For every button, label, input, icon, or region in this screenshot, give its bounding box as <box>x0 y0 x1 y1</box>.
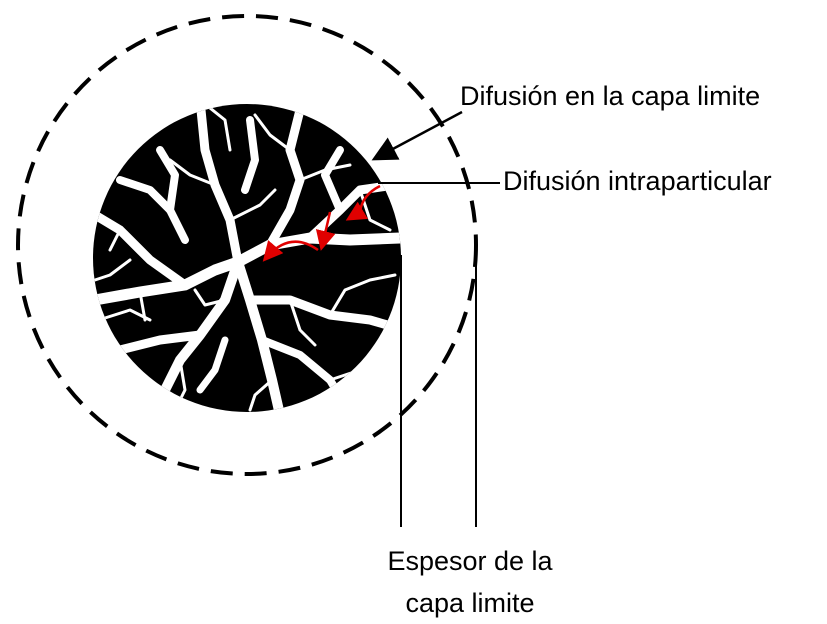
pore-network <box>93 104 401 412</box>
label-intraparticle-diffusion: Difusión intraparticular <box>503 166 772 196</box>
thickness-label-line1: Espesor de la <box>387 546 553 576</box>
red-arrow-1 <box>345 184 381 221</box>
red-arrow-2 <box>315 211 336 251</box>
label-boundary-layer-thickness: Espesor de la capa limite <box>330 540 610 624</box>
boundary-layer-pointer <box>371 110 463 161</box>
porous-particle <box>93 104 401 412</box>
red-arrow-3 <box>262 240 319 262</box>
thickness-label-line2: capa limite <box>405 588 535 618</box>
boundary-layer-circle <box>16 14 478 476</box>
label-boundary-layer-diffusion: Difusión en la capa limite <box>460 81 761 111</box>
intraparticle-diffusion-arrows <box>262 184 381 262</box>
